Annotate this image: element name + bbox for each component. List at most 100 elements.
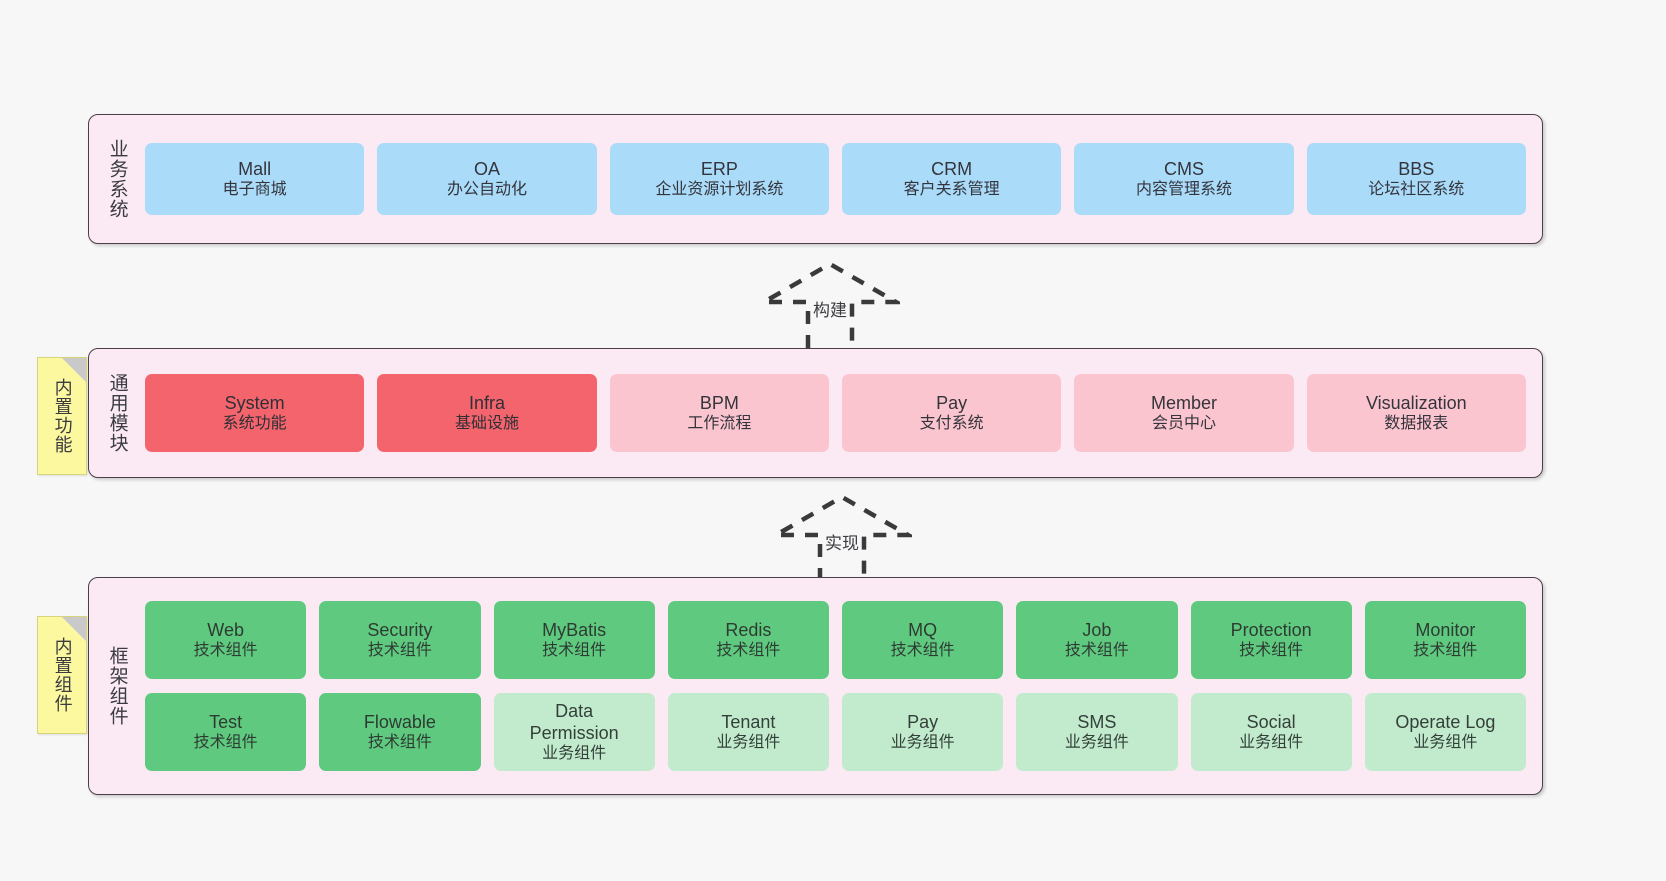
card-operate-log[interactable]: Operate Log 业务组件	[1364, 693, 1526, 771]
arrow-build: 构建	[760, 262, 900, 348]
card-member[interactable]: Member 会员中心	[1074, 374, 1294, 452]
card-subtitle: 技术组件	[193, 642, 258, 660]
card-title: OA	[473, 158, 500, 179]
card-job[interactable]: Job 技术组件	[1016, 601, 1178, 679]
card-redis[interactable]: Redis 技术组件	[667, 601, 829, 679]
layer-title-business-systems: 业务系统	[106, 139, 128, 219]
card-title: CMS	[1163, 158, 1204, 179]
card-title: Security	[367, 619, 433, 640]
card-subtitle: 技术组件	[716, 642, 781, 660]
card-protection[interactable]: Protection 技术组件	[1190, 601, 1352, 679]
card-title: MyBatis	[542, 619, 607, 640]
card-subtitle: 技术组件	[367, 642, 432, 660]
card-title: Test	[209, 711, 243, 732]
card-subtitle: 企业资源计划系统	[655, 181, 784, 199]
arrow-build-label: 构建	[811, 296, 849, 321]
card-subtitle: 业务组件	[1064, 734, 1129, 752]
card-erp[interactable]: ERP 企业资源计划系统	[609, 143, 829, 215]
card-tenant[interactable]: Tenant 业务组件	[667, 693, 829, 771]
card-subtitle: 办公自动化	[446, 181, 527, 199]
card-monitor[interactable]: Monitor 技术组件	[1364, 601, 1526, 679]
card-title: BBS	[1398, 158, 1435, 179]
card-subtitle: 客户关系管理	[903, 181, 1000, 199]
card-title: Operate Log	[1395, 711, 1496, 732]
layer-body-business-systems: Mall 电子商城 OA 办公自动化 ERP 企业资源计划系统 CRM 客户关系…	[143, 115, 1542, 243]
card-cms[interactable]: CMS 内容管理系统	[1074, 143, 1294, 215]
layer-title-common-modules: 通用模块	[106, 373, 128, 453]
card-subtitle: 电子商城	[222, 181, 287, 199]
card-subtitle: 工作流程	[687, 415, 752, 433]
card-bpm[interactable]: BPM 工作流程	[609, 374, 829, 452]
note-builtin-components: 内置组件	[37, 616, 87, 734]
card-subtitle: 论坛社区系统	[1368, 181, 1465, 199]
card-oa[interactable]: OA 办公自动化	[377, 143, 597, 215]
card-row-technical: Web 技术组件 Security 技术组件 MyBatis 技术组件 Redi…	[145, 601, 1526, 679]
card-social[interactable]: Social 业务组件	[1190, 693, 1352, 771]
note-fold-corner-icon	[62, 617, 86, 641]
card-subtitle: 内容管理系统	[1135, 181, 1232, 199]
card-infra[interactable]: Infra 基础设施	[377, 374, 597, 452]
note-label: 内置组件	[52, 637, 73, 713]
card-visualization[interactable]: Visualization 数据报表	[1306, 374, 1526, 452]
card-data-permission[interactable]: Data Permission 业务组件	[493, 693, 655, 771]
card-subtitle: 技术组件	[542, 642, 607, 660]
card-subtitle: 业务组件	[1239, 734, 1304, 752]
card-title: Pay	[907, 711, 939, 732]
card-subtitle: 业务组件	[716, 734, 781, 752]
layer-title-framework-components: 框架组件	[106, 646, 128, 726]
card-system[interactable]: System 系统功能	[145, 374, 365, 452]
card-subtitle: 会员中心	[1151, 415, 1216, 433]
card-subtitle: 技术组件	[1064, 642, 1129, 660]
card-subtitle: 技术组件	[1239, 642, 1304, 660]
card-subtitle: 支付系统	[919, 415, 984, 433]
card-subtitle: 数据报表	[1384, 415, 1449, 433]
card-subtitle: 技术组件	[890, 642, 955, 660]
card-sms[interactable]: SMS 业务组件	[1016, 693, 1178, 771]
card-title: Visualization	[1365, 392, 1467, 413]
card-crm[interactable]: CRM 客户关系管理	[841, 143, 1062, 215]
card-row: System 系统功能 Infra 基础设施 BPM 工作流程 Pay 支付系统…	[145, 374, 1526, 452]
arrow-implement-label: 实现	[823, 529, 861, 554]
card-subtitle: 业务组件	[542, 745, 607, 763]
card-subtitle: 技术组件	[1413, 642, 1478, 660]
card-bbs[interactable]: BBS 论坛社区系统	[1306, 143, 1526, 215]
card-row: Mall 电子商城 OA 办公自动化 ERP 企业资源计划系统 CRM 客户关系…	[145, 143, 1526, 215]
card-title: Member	[1150, 392, 1217, 413]
card-pay[interactable]: Pay 支付系统	[841, 374, 1062, 452]
card-row-business: Test 技术组件 Flowable 技术组件 Data Permission …	[145, 693, 1526, 771]
card-test[interactable]: Test 技术组件	[145, 693, 307, 771]
layer-body-common-modules: System 系统功能 Infra 基础设施 BPM 工作流程 Pay 支付系统…	[143, 349, 1542, 477]
card-subtitle: 技术组件	[193, 734, 258, 752]
card-title: BPM	[699, 392, 739, 413]
card-title: Monitor	[1415, 619, 1476, 640]
card-subtitle: 业务组件	[1413, 734, 1478, 752]
card-subtitle: 系统功能	[222, 415, 287, 433]
card-flowable[interactable]: Flowable 技术组件	[319, 693, 481, 771]
card-title: Social	[1246, 711, 1296, 732]
card-security[interactable]: Security 技术组件	[319, 601, 481, 679]
layer-common-modules: 通用模块 System 系统功能 Infra 基础设施 BPM 工作流程 Pay…	[88, 348, 1543, 478]
card-title: Infra	[468, 392, 505, 413]
card-title: Mall	[238, 158, 272, 179]
card-mq[interactable]: MQ 技术组件	[842, 601, 1004, 679]
card-mall[interactable]: Mall 电子商城	[145, 143, 365, 215]
card-title: CRM	[931, 158, 973, 179]
card-pay-business[interactable]: Pay 业务组件	[842, 693, 1004, 771]
note-fold-corner-icon	[62, 358, 86, 382]
card-web[interactable]: Web 技术组件	[145, 601, 307, 679]
card-mybatis[interactable]: MyBatis 技术组件	[493, 601, 655, 679]
card-title: ERP	[700, 158, 738, 179]
card-title: Web	[207, 619, 244, 640]
card-title: Protection	[1230, 619, 1312, 640]
card-title: Data Permission	[529, 700, 619, 744]
card-title: MQ	[908, 619, 938, 640]
card-subtitle: 技术组件	[367, 734, 432, 752]
layer-business-systems: 业务系统 Mall 电子商城 OA 办公自动化 ERP 企业资源计划系统 CRM…	[88, 114, 1543, 244]
card-title: Job	[1082, 619, 1112, 640]
note-label: 内置功能	[52, 378, 73, 454]
card-title: System	[224, 392, 285, 413]
layer-framework-components: 框架组件 Web 技术组件 Security 技术组件 MyBatis 技术组件…	[88, 577, 1543, 795]
card-title: Pay	[936, 392, 968, 413]
arrow-implement: 实现	[772, 495, 912, 581]
